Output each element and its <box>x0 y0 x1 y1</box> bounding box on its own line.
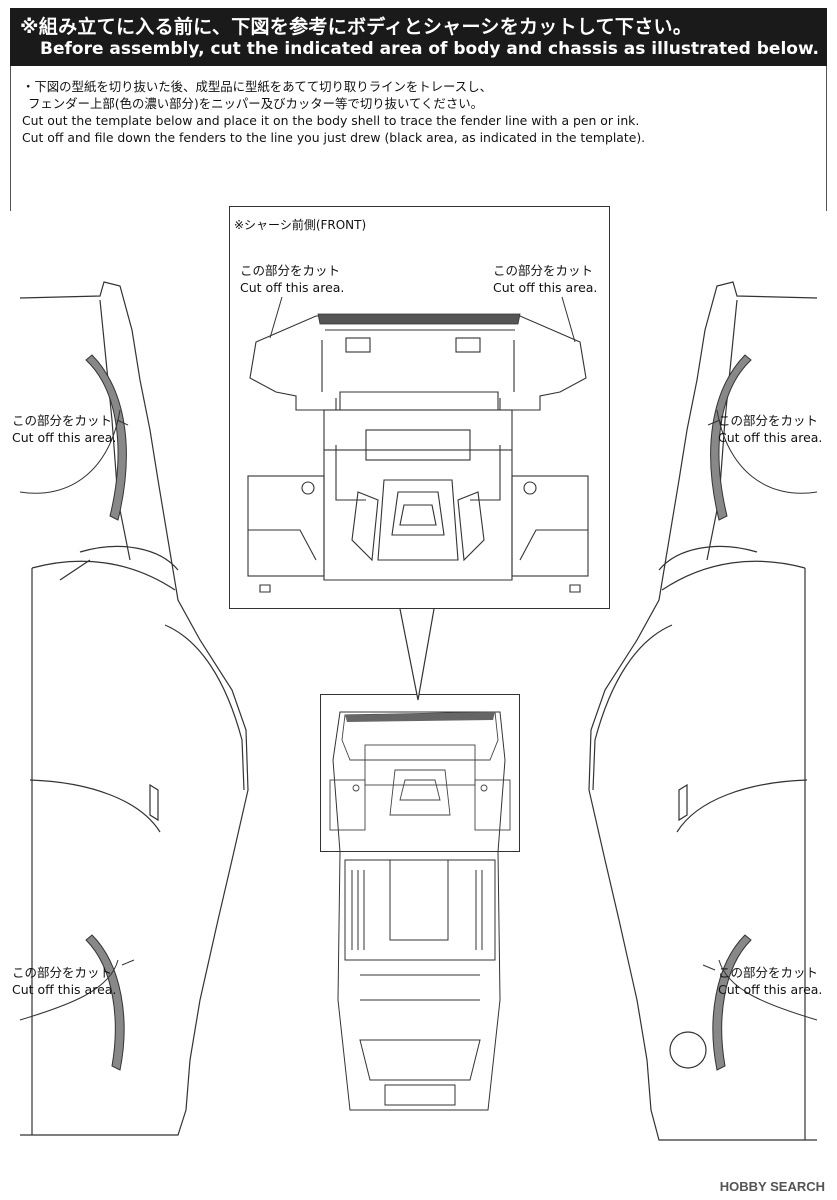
instruction-line: フェンダー上部(色の濃い部分)をニッパー及びカッター等で切り抜いてください。 <box>28 96 483 111</box>
cut-label-right-front-fender: この部分をカット Cut off this area. <box>718 413 823 445</box>
front-label: ※シャーシ前側(FRONT) <box>234 218 367 232</box>
front-cut-strip <box>317 313 521 325</box>
watermark-logo: HOBBY SEARCH <box>719 1179 825 1194</box>
instruction-line: Cut off and file down the fenders to the… <box>22 130 646 145</box>
header-banner: ※組み立てに入る前に、下図を参考にボディとシャーシをカットして下さい。 Befo… <box>10 8 827 66</box>
left-body-outline <box>19 281 249 1136</box>
right-rear-fender-cut <box>712 934 752 1071</box>
frame-left <box>10 66 11 211</box>
left-front-fender-cut <box>85 354 127 521</box>
title-english: Before assembly, cut the indicated area … <box>40 39 820 59</box>
instruction-line: Cut out the template below and place it … <box>22 113 640 128</box>
lower-chassis-outline <box>332 711 506 1111</box>
right-body-outline <box>588 281 818 1141</box>
instructions: ・下図の型紙を切り抜いた後、成型品に型紙をあてて切り取りラインをトレースし、 フ… <box>22 78 645 146</box>
cut-label-left-front-fender: この部分をカット Cut off this area. <box>12 413 117 445</box>
cut-label-front-left: この部分をカット Cut off this area. <box>240 263 345 295</box>
frame-right <box>826 66 827 211</box>
title-japanese: ※組み立てに入る前に、下図を参考にボディとシャーシをカットして下さい。 <box>20 16 693 38</box>
cut-label-left-rear-fender: この部分をカット Cut off this area. <box>12 965 117 997</box>
left-rear-fender-cut <box>85 934 125 1071</box>
cut-label-front-right: この部分をカット Cut off this area. <box>493 263 598 295</box>
right-front-fender-cut <box>710 354 752 521</box>
cut-label-right-rear-fender: この部分をカット Cut off this area. <box>718 965 823 997</box>
instruction-line: ・下図の型紙を切り抜いた後、成型品に型紙をあてて切り取りラインをトレースし、 <box>22 79 492 94</box>
